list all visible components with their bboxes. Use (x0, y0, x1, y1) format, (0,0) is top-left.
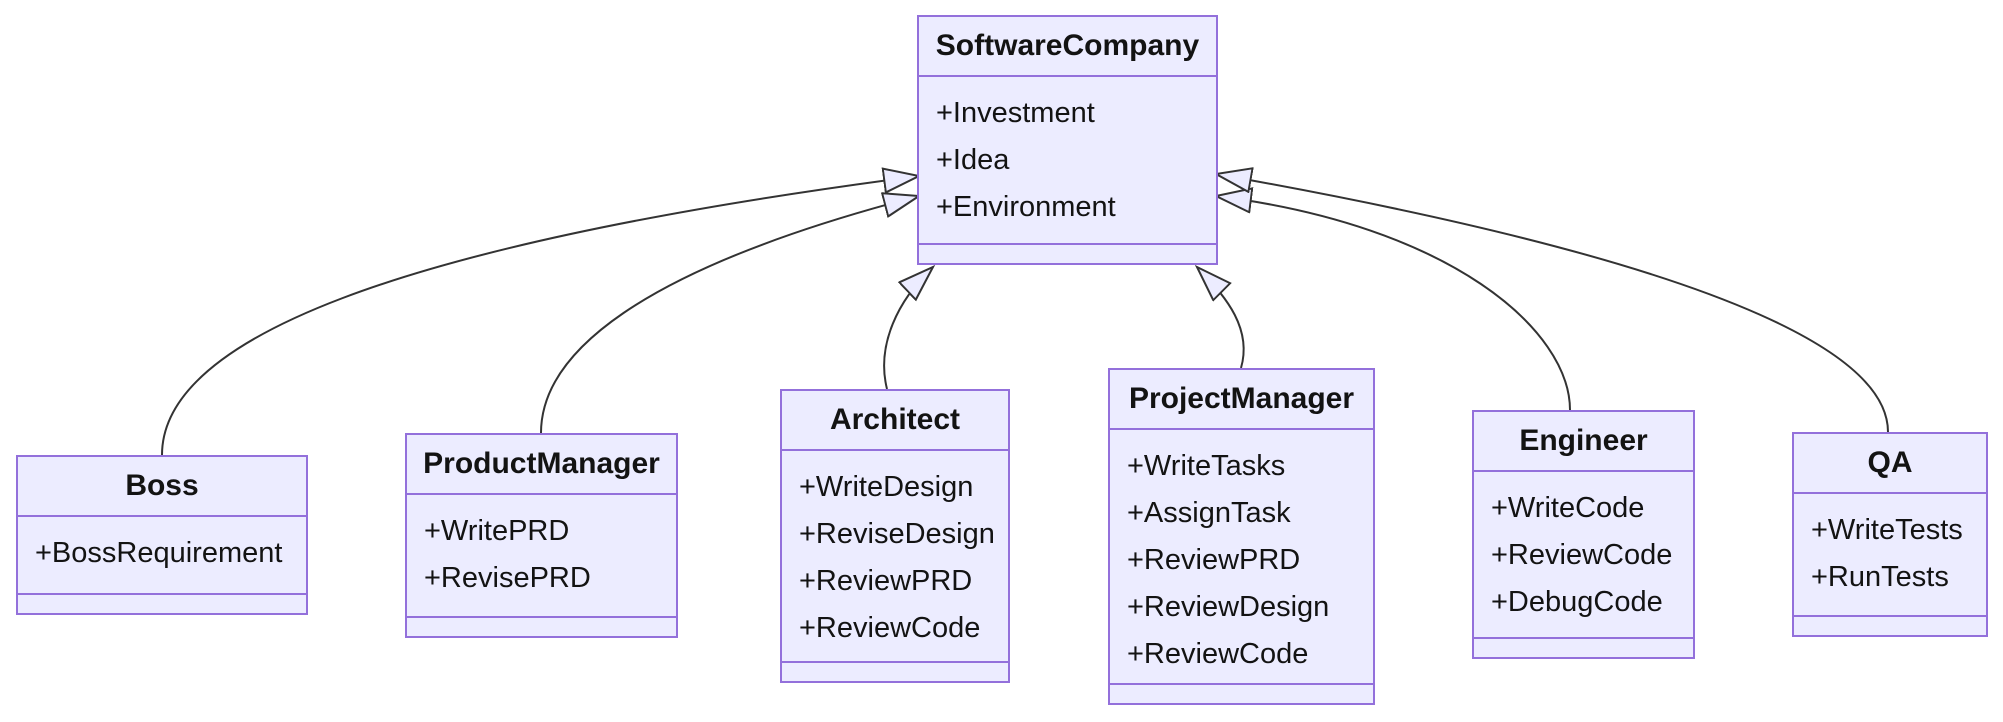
class-member: +RevisePRD (424, 562, 591, 594)
class-members: +WriteCode +ReviewCode +DebugCode (1474, 472, 1693, 637)
class-member: +RunTests (1811, 561, 1949, 593)
inheritance-edge-engineer-softwarecompany (1216, 196, 1571, 411)
class-methods-empty (407, 616, 676, 636)
class-member: +Idea (936, 144, 1010, 176)
class-node-projectmanager: ProjectManager +WriteTasks +AssignTask +… (1108, 368, 1375, 705)
class-name: Boss (18, 457, 306, 517)
inheritance-edge-boss-softwarecompany (161, 176, 919, 456)
class-name: SoftwareCompany (919, 17, 1216, 77)
inheritance-edge-productmanager-softwarecompany (540, 196, 919, 434)
class-member: +WriteDesign (799, 471, 974, 503)
class-methods-empty (18, 593, 306, 613)
class-name: ProductManager (407, 435, 676, 495)
class-member: +ReviewPRD (1127, 544, 1301, 576)
class-member: +ReviewCode (1127, 638, 1309, 670)
class-members: +WriteTasks +AssignTask +ReviewPRD +Revi… (1110, 430, 1373, 683)
class-member: +WriteCode (1491, 492, 1645, 524)
class-member: +BossRequirement (35, 537, 283, 569)
class-member: +Environment (936, 191, 1116, 223)
class-methods-empty (1110, 683, 1373, 703)
class-member: +ReviseDesign (799, 518, 995, 550)
class-member: +AssignTask (1127, 497, 1291, 529)
class-members: +WriteDesign +ReviseDesign +ReviewPRD +R… (782, 451, 1008, 661)
class-members: +BossRequirement (18, 517, 306, 593)
class-methods-empty (919, 243, 1216, 263)
class-methods-empty (782, 661, 1008, 681)
class-node-architect: Architect +WriteDesign +ReviseDesign +Re… (780, 389, 1010, 683)
class-member: +WriteTests (1811, 514, 1963, 546)
class-member: +ReviewDesign (1127, 591, 1330, 623)
class-name: QA (1794, 434, 1986, 494)
class-name: Engineer (1474, 412, 1693, 472)
class-node-qa: QA +WriteTests +RunTests (1792, 432, 1988, 637)
class-methods-empty (1794, 615, 1986, 635)
class-member: +ReviewCode (799, 612, 981, 644)
class-members: +Investment +Idea +Environment (919, 77, 1216, 243)
class-member: +ReviewPRD (799, 565, 973, 597)
class-methods-empty (1474, 637, 1693, 657)
class-member: +Investment (936, 97, 1095, 129)
class-members: +WriteTests +RunTests (1794, 494, 1986, 615)
class-node-productmanager: ProductManager +WritePRD +RevisePRD (405, 433, 678, 638)
inheritance-edge-qa-softwarecompany (1216, 174, 1889, 433)
class-node-softwarecompany: SoftwareCompany +Investment +Idea +Envir… (917, 15, 1218, 265)
inheritance-edge-projectmanager-softwarecompany (1197, 267, 1245, 369)
class-member: +WritePRD (424, 515, 570, 547)
class-member: +WriteTasks (1127, 450, 1286, 482)
class-name: ProjectManager (1110, 370, 1373, 430)
class-node-engineer: Engineer +WriteCode +ReviewCode +DebugCo… (1472, 410, 1695, 659)
class-members: +WritePRD +RevisePRD (407, 495, 676, 616)
class-member: +ReviewCode (1491, 539, 1673, 571)
class-node-boss: Boss +BossRequirement (16, 455, 308, 615)
class-member: +DebugCode (1491, 586, 1663, 618)
class-name: Architect (782, 391, 1008, 451)
inheritance-edge-architect-softwarecompany (883, 267, 933, 390)
